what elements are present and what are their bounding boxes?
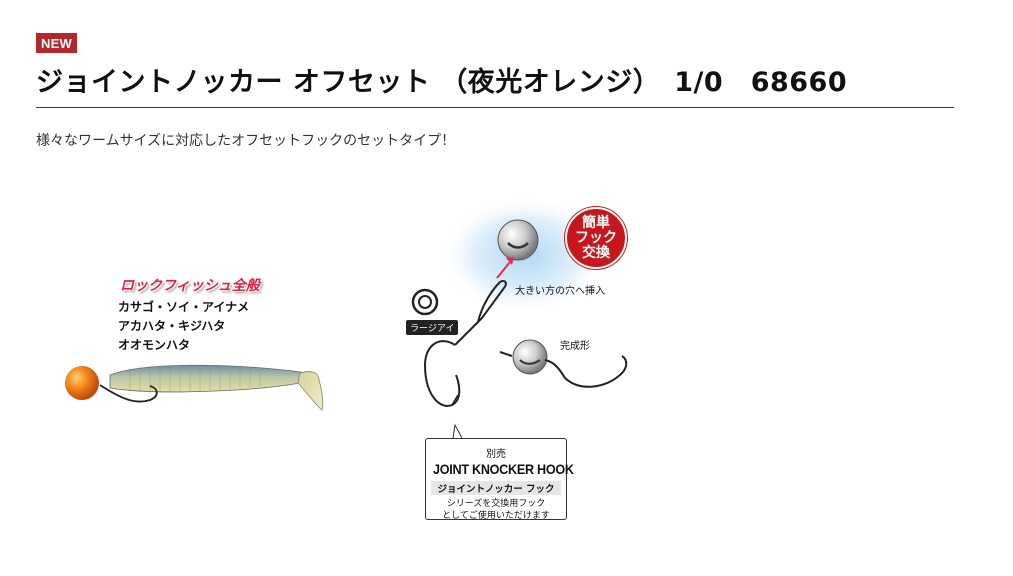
product-title: ジョイントノッカー オフセット （夜光オレンジ） 1/0 68660 (36, 67, 848, 98)
arrow-icon (496, 257, 514, 279)
sinker-icon (65, 366, 99, 400)
category-label: ロックフィッシュ全般 (120, 278, 260, 294)
worm-icon (109, 364, 324, 411)
species-line: アカハタ・キジハタ (118, 319, 226, 333)
hook-name-jp: ジョイントノッカー フック (431, 481, 561, 495)
sold-separately-label: 別売 (486, 449, 506, 460)
easy-hook-change-stamp: 簡単 フック 交換 (565, 207, 627, 269)
species-line: オオモンハタ (118, 338, 191, 352)
hook-icon (99, 384, 158, 403)
title-divider (36, 107, 954, 108)
hook-name: JOINT KNOCKER HOOK (433, 461, 574, 477)
product-description: 様々なワームサイズに対応したオフセットフックのセットタイプ！ (36, 133, 456, 149)
new-badge: NEW (36, 33, 77, 53)
large-eye-label: ラージアイ (406, 320, 459, 335)
species-line: カサゴ・ソイ・アイナメ (118, 300, 250, 314)
hook-note: シリーズを交換用フック としてご使用いただけます (442, 499, 550, 521)
species-list: カサゴ・ソイ・アイナメ アカハタ・キジハタ オオモンハタ (118, 298, 249, 355)
complete-form-label: 完成形 (560, 341, 590, 352)
hook-icon (423, 279, 507, 407)
hook-callout: 別売 JOINT KNOCKER HOOK ジョイントノッカー フック シリーズ… (425, 438, 574, 521)
sinker-icon (512, 339, 548, 375)
callout-pointer (452, 423, 463, 439)
hook-icon (499, 351, 628, 388)
insert-label: 大きい方の穴へ挿入 (515, 286, 605, 297)
sinker-icon (497, 219, 539, 261)
large-eye-icon (411, 288, 439, 316)
